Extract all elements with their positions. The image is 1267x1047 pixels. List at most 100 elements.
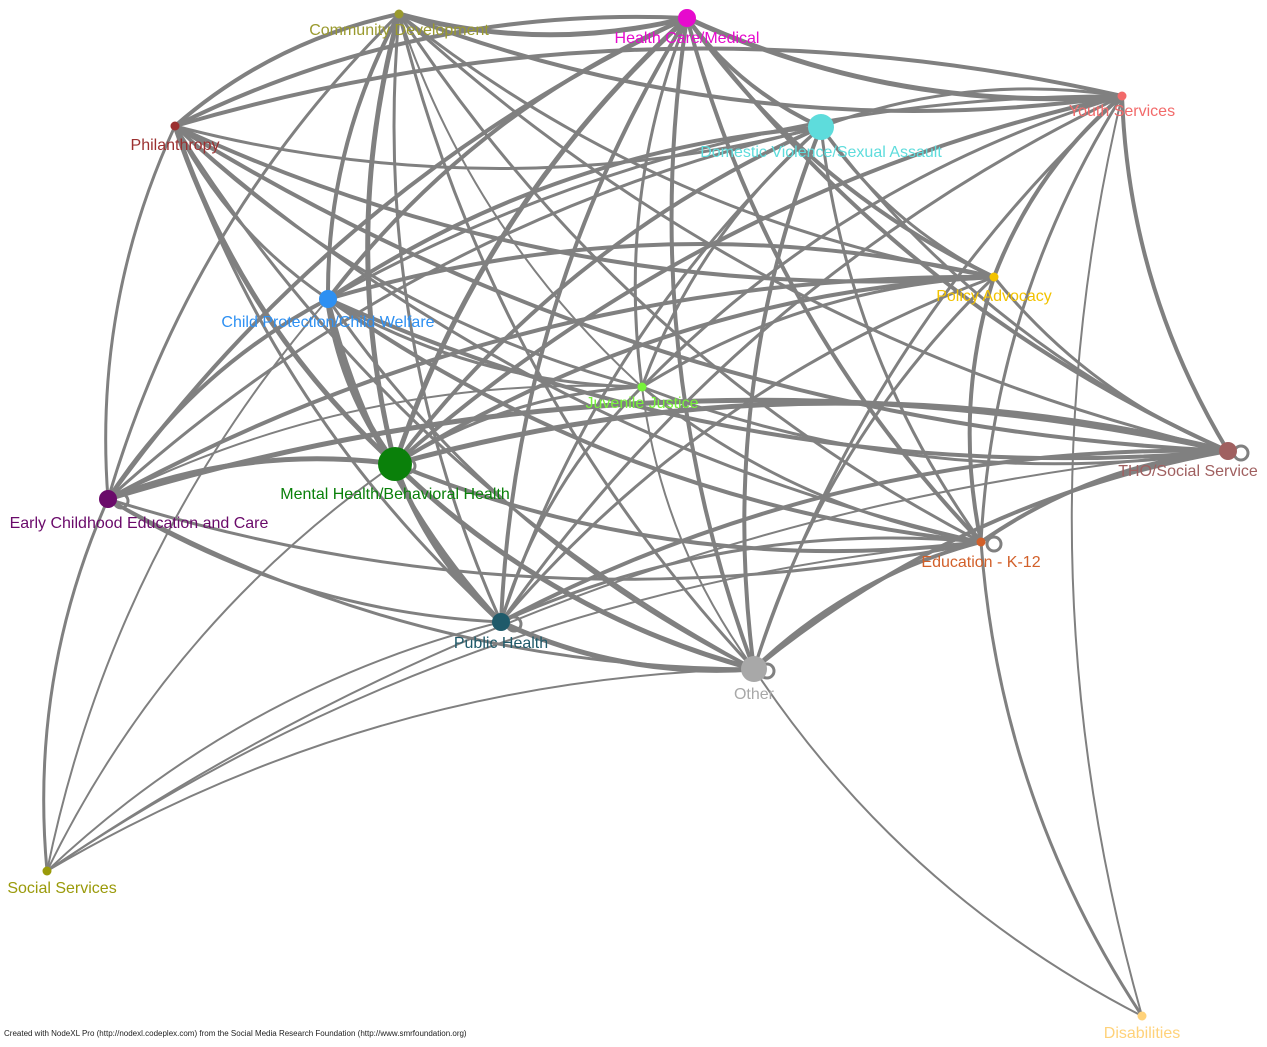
- node-label-early: Early Childhood Education and Care: [10, 515, 269, 532]
- edge-philanthropy-other: [173, 124, 756, 671]
- edge-youth-juvenile: [640, 94, 1124, 389]
- edge-juvenile-early: [107, 384, 643, 500]
- edge-philanthropy-education: [173, 124, 983, 544]
- edge-policy-juvenile: [640, 275, 996, 389]
- edge-domestic-mental: [393, 125, 823, 466]
- edge-early-social: [42, 497, 110, 873]
- node-childprot[interactable]: [319, 290, 337, 308]
- edge-youth-philanthropy: [173, 46, 1124, 128]
- edge-policy-other: [752, 275, 996, 671]
- edge-youth-education: [979, 94, 1124, 544]
- credit-text: Created with NodeXL Pro (http://nodexl.c…: [4, 1029, 467, 1038]
- self-loop-education: [985, 535, 1003, 553]
- edge-policy-tho: [992, 275, 1230, 453]
- edge-tho-other: [752, 449, 1230, 671]
- node-domestic[interactable]: [808, 114, 834, 140]
- edge-mental-education: [393, 462, 983, 554]
- edge-health-juvenile: [633, 16, 689, 389]
- node-label-other: Other: [734, 686, 775, 703]
- node-label-social: Social Services: [7, 880, 116, 897]
- edge-education-publichealth: [499, 536, 983, 624]
- edge-health-philanthropy: [173, 14, 689, 128]
- node-youth[interactable]: [1117, 91, 1127, 101]
- node-health[interactable]: [678, 9, 696, 27]
- node-early[interactable]: [99, 490, 117, 508]
- node-tho[interactable]: [1219, 442, 1237, 460]
- edge-community-health: [396, 11, 690, 38]
- edge-childprot-education: [326, 297, 983, 544]
- edge-childprot-juvenile: [326, 297, 644, 389]
- node-label-community: Community Development: [309, 22, 489, 39]
- node-label-mental: Mental Health/Behavioral Health: [280, 486, 509, 503]
- edge-mental-other: [392, 461, 757, 672]
- node-label-childprot: Child Protection/Child Welfare: [221, 314, 434, 331]
- node-publichealth[interactable]: [492, 613, 510, 631]
- edge-community-publichealth: [392, 12, 503, 624]
- edge-tho-publichealth: [499, 448, 1230, 624]
- edge-mental-social: [46, 463, 396, 872]
- node-other[interactable]: [741, 656, 767, 682]
- edge-mental-early: [105, 456, 398, 502]
- node-community[interactable]: [394, 9, 404, 19]
- node-philanthropy[interactable]: [170, 121, 180, 131]
- edge-childprot-social: [46, 298, 329, 872]
- edge-mental-publichealth: [392, 461, 504, 625]
- edge-youth-other: [752, 94, 1124, 671]
- node-juvenile[interactable]: [637, 382, 647, 392]
- edge-policy-childprot: [326, 242, 996, 301]
- edge-philanthropy-tho: [173, 124, 1230, 453]
- node-mental[interactable]: [378, 447, 412, 481]
- node-social[interactable]: [42, 866, 52, 876]
- edge-other-disabilities: [753, 668, 1143, 1017]
- node-label-policy: Policy Advocacy: [936, 288, 1052, 305]
- node-education[interactable]: [976, 537, 986, 547]
- edge-other-social: [46, 668, 755, 872]
- node-policy[interactable]: [989, 272, 999, 282]
- edge-publichealth-social: [46, 621, 502, 872]
- edge-domestic-early: [106, 125, 823, 501]
- edge-education-disabilities: [979, 540, 1144, 1018]
- edge-youth-mental: [393, 94, 1124, 466]
- edge-juvenile-other: [641, 386, 755, 670]
- edge-domestic-childprot: [326, 125, 823, 301]
- node-label-disabilities: Disabilities: [1104, 1025, 1180, 1042]
- node-label-philanthropy: Philanthropy: [131, 137, 220, 154]
- node-label-education: Education - K-12: [921, 554, 1040, 571]
- node-label-tho: THO/Social Service: [1118, 463, 1258, 480]
- edge-tho-early: [105, 397, 1231, 502]
- node-label-domestic: Domestic Violence/Sexual Assault: [700, 144, 942, 161]
- edge-health-youth: [684, 15, 1125, 102]
- edge-education-other: [752, 540, 983, 671]
- edge-philanthropy-early: [104, 124, 177, 501]
- edge-childprot-other: [326, 297, 756, 671]
- edge-childprot-early: [106, 297, 330, 501]
- edge-juvenile-education: [640, 385, 983, 544]
- edge-youth-tho: [1120, 94, 1230, 453]
- edge-youth-disabilities: [1070, 95, 1143, 1017]
- edge-policy-publichealth: [499, 275, 996, 624]
- edge-layer: [42, 11, 1231, 1018]
- edge-community-other: [397, 12, 756, 671]
- edge-tho-social: [46, 450, 1229, 872]
- edge-community-philanthropy: [173, 12, 401, 128]
- edge-philanthropy-domestic: [173, 124, 823, 170]
- edge-policy-mental: [393, 275, 996, 466]
- edge-childprot-tho: [326, 297, 1230, 461]
- edge-early-education: [106, 497, 983, 581]
- edge-education-social: [46, 541, 982, 872]
- edge-philanthropy-publichealth: [173, 124, 503, 624]
- edge-philanthropy-juvenile: [173, 124, 644, 389]
- node-label-youth: Youth Services: [1069, 103, 1175, 120]
- edge-youth-publichealth: [499, 94, 1124, 624]
- edge-health-publichealth: [499, 16, 689, 624]
- node-label-health: Health Care/Medical: [615, 30, 760, 47]
- edge-health-mental: [392, 15, 690, 467]
- edge-youth-childprot: [326, 94, 1124, 301]
- edge-juvenile-publichealth: [499, 385, 644, 624]
- node-label-publichealth: Public Health: [454, 635, 548, 652]
- node-layer: [42, 9, 1237, 1021]
- node-disabilities[interactable]: [1137, 1011, 1147, 1021]
- edge-domestic-other: [742, 125, 823, 671]
- label-layer: Community Development Health Care/Medical…: [7, 22, 1258, 1042]
